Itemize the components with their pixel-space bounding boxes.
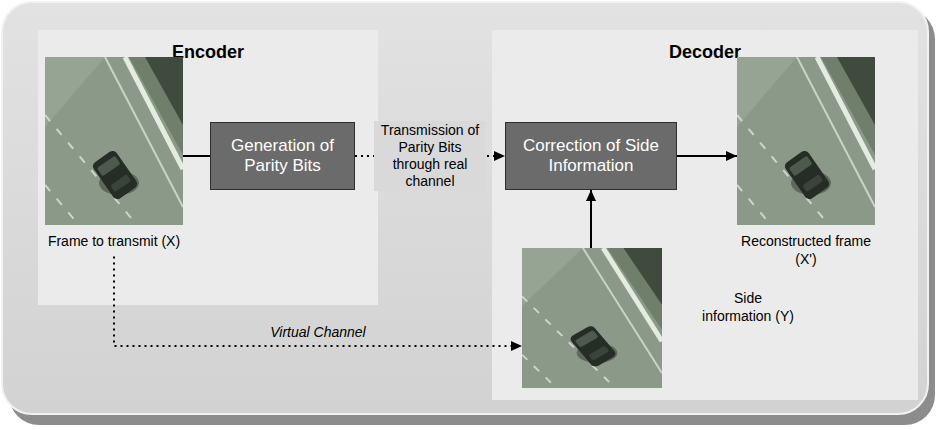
frame-picture [45,57,183,225]
road-scene [737,57,875,225]
frame-caption: Side information (Y) [698,290,798,325]
dotted-arrow [355,155,505,157]
connector-arrow [183,155,210,157]
connector-arrow [590,190,592,248]
frame-picture [522,248,662,388]
video-frame: Side information (Y) [522,248,662,394]
video-frame: Reconstructed frame (X') [737,57,875,274]
video-frame: Frame to transmit (X) [45,57,183,257]
road-scene [45,57,183,225]
frame-picture [737,57,875,225]
frame-panel [2,2,928,414]
encoder-panel: EncoderFrame to transmit (X)Generation o… [38,30,378,305]
road-scene [522,248,662,388]
frame-caption: Reconstructed frame (X') [737,233,875,268]
process-box: Correction of Side Information [505,122,677,190]
edge-label: Transmission of Parity Bits through real… [374,121,486,190]
process-label: Generation of Parity Bits [219,136,346,177]
frame-caption: Frame to transmit (X) [45,233,183,251]
decoder-panel: DecoderCorrection of Side InformationRec… [492,30,918,400]
process-box: Generation of Parity Bits [210,122,355,190]
process-label: Correction of Side Information [514,136,668,177]
edge-label: Virtual Channel [270,324,365,341]
connector-arrow [677,155,737,157]
dotted-arrow [114,257,522,347]
